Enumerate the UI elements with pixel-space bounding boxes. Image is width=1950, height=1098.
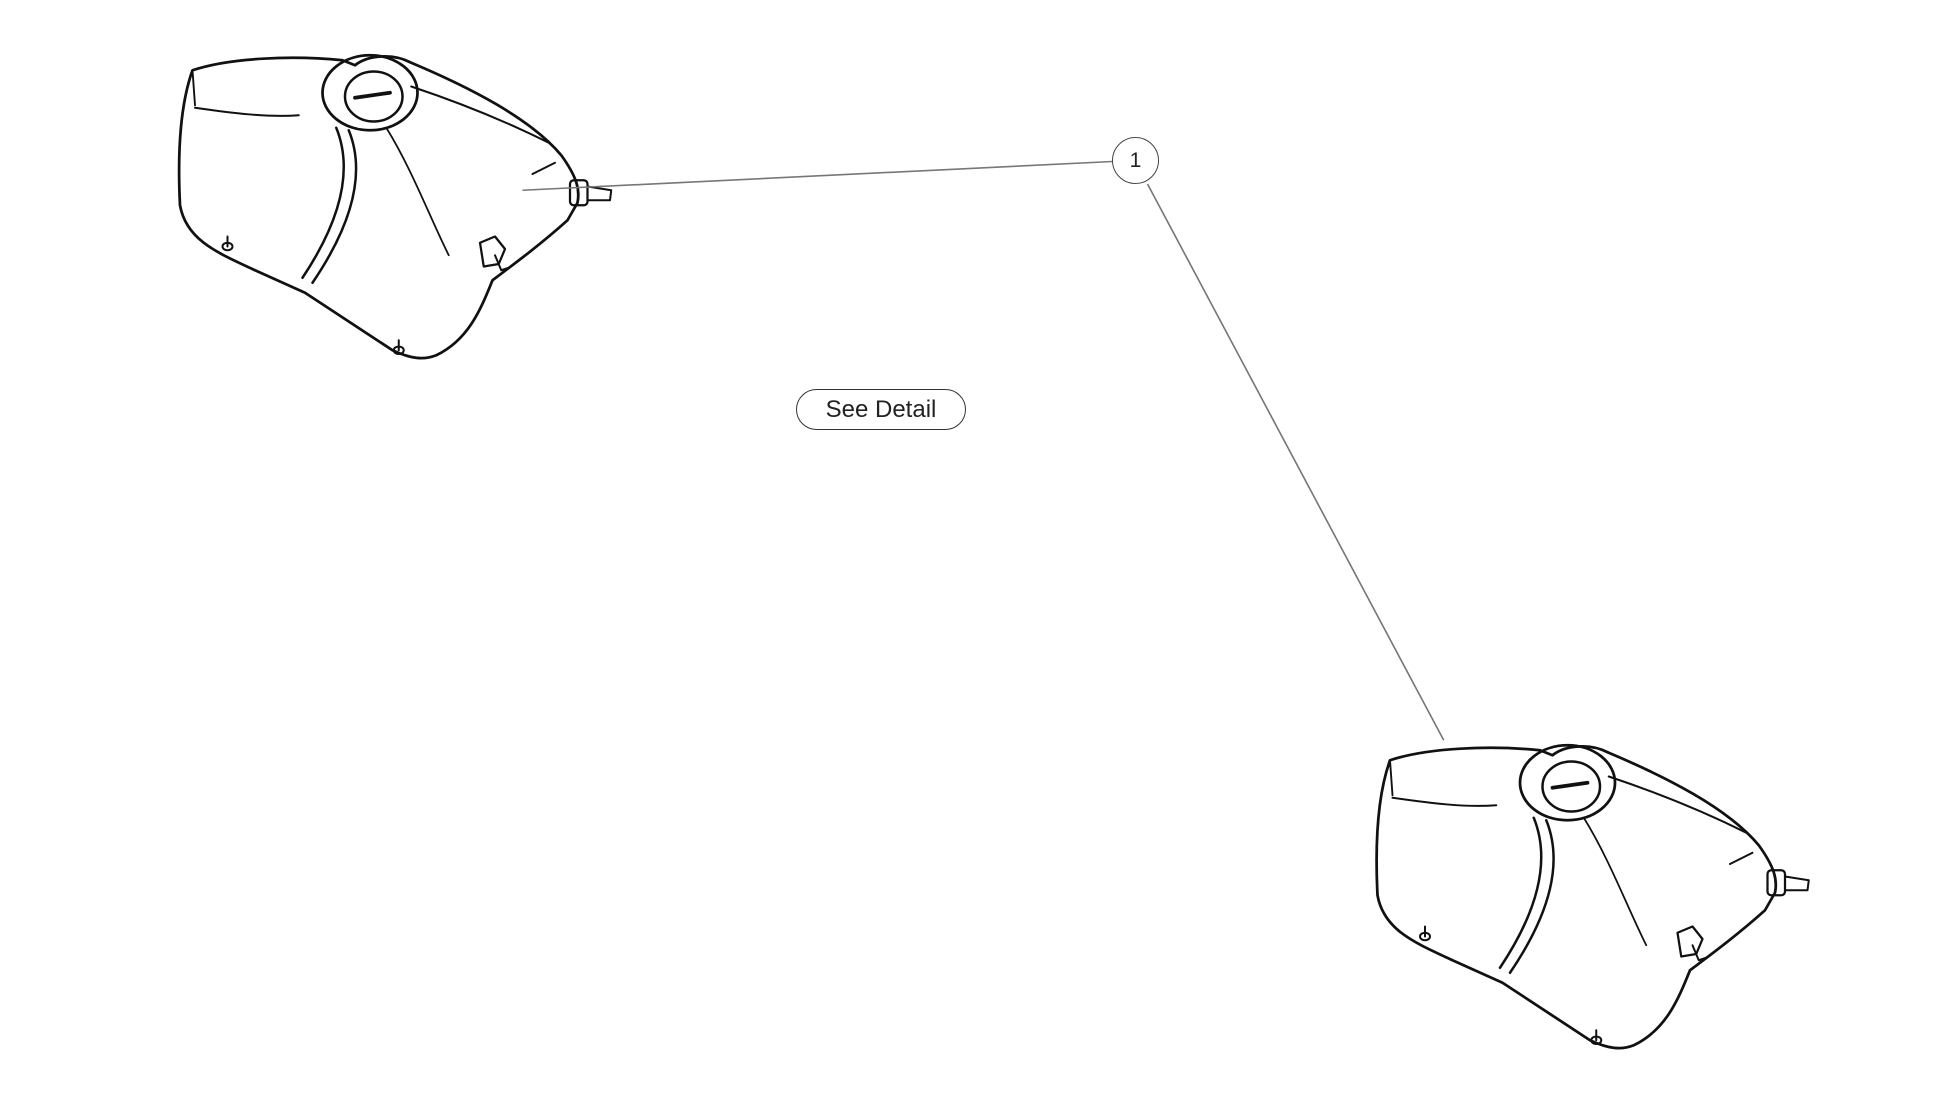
callout-label: 1 [1129, 148, 1142, 172]
leader-line-left [522, 160, 1113, 192]
tank-drawing-right [1374, 743, 1811, 1051]
tank-drawing-left [177, 53, 614, 361]
see-detail-button[interactable]: See Detail [796, 389, 966, 430]
leader-line-right [1146, 183, 1445, 741]
callout-1[interactable]: 1 [1112, 137, 1159, 184]
